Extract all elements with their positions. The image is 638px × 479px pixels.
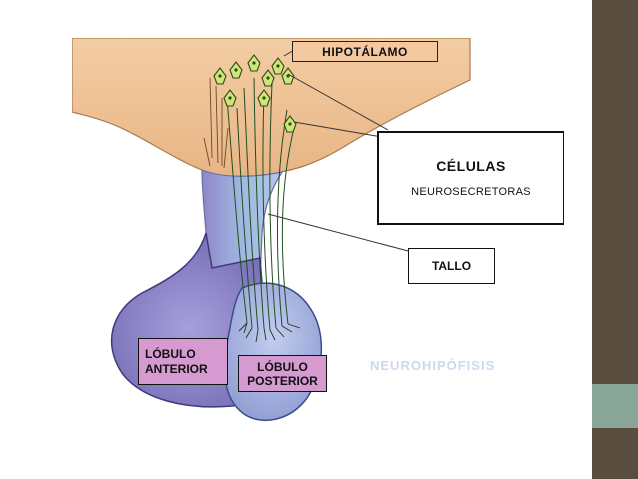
watermark-text: NEUROHIPÓFISIS: [370, 358, 496, 373]
label-celulas-neurosecretoras: CÉLULAS NEUROSECRETORAS: [377, 131, 564, 225]
cell-nuclei: [218, 61, 292, 126]
slide-accent-block: [592, 384, 638, 428]
label-celulas-subtitle: NEUROSECRETORAS: [411, 186, 531, 198]
label-celulas-title: CÉLULAS: [436, 158, 506, 174]
label-lobulo-posterior-line1: LÓBULO: [257, 359, 308, 374]
label-lobulo-anterior: LÓBULO ANTERIOR: [138, 338, 228, 385]
pituitary-diagram: HIPOTÁLAMO CÉLULAS NEUROSECRETORAS TALLO…: [72, 38, 564, 436]
posterior-lobe: [223, 282, 323, 422]
label-lobulo-anterior-line1: LÓBULO: [145, 346, 196, 361]
label-tallo: TALLO: [408, 248, 495, 284]
label-lobulo-posterior: LÓBULO POSTERIOR: [238, 355, 327, 392]
axon-terminals: [238, 322, 301, 343]
hypothalamic-fibres: [203, 77, 229, 169]
label-hipotalamo: HIPOTÁLAMO: [292, 41, 438, 62]
pituitary-stalk: [201, 169, 284, 289]
label-lobulo-anterior-line2: ANTERIOR: [145, 361, 208, 376]
label-lobulo-posterior-line2: POSTERIOR: [247, 373, 318, 388]
axon-bundle: [226, 77, 295, 331]
leader-lines: [267, 49, 413, 253]
